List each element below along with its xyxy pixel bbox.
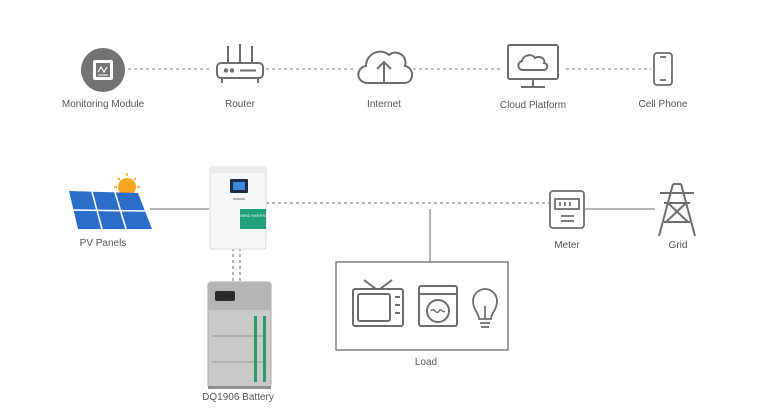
washing-machine-icon — [418, 285, 458, 327]
grid-tower-icon — [658, 183, 696, 237]
internet-cloud-icon — [357, 50, 413, 84]
meter-icon — [549, 190, 585, 229]
monitoring-module-label: Monitoring Module — [61, 99, 145, 110]
cell-phone-label: Cell Phone — [638, 99, 688, 110]
inverter-panel-text: HYBRID INVERTER — [237, 214, 270, 218]
meter-label: Meter — [554, 240, 580, 251]
light-bulb-icon — [472, 288, 498, 328]
battery-label: DQ1906 Battery — [202, 392, 274, 403]
cloud-platform-label: Cloud Platform — [499, 100, 567, 111]
pv-panels-icon — [69, 173, 152, 230]
grid-label: Grid — [668, 240, 688, 251]
monitoring-module-icon — [81, 48, 125, 92]
tv-icon — [352, 279, 404, 327]
cloud-platform-monitor-icon — [507, 44, 559, 88]
hybrid-inverter-icon: HYBRID INVERTER — [209, 166, 270, 250]
battery-icon — [207, 281, 272, 389]
cell-phone-icon — [653, 52, 673, 86]
pv-panels-label: PV Panels — [79, 238, 127, 249]
sun-icon — [114, 173, 140, 196]
power-lines — [150, 208, 655, 262]
router-icon — [216, 44, 264, 83]
load-box — [335, 261, 509, 351]
dashed-power-lines — [232, 202, 550, 282]
router-label: Router — [224, 99, 256, 110]
internet-label: Internet — [367, 99, 401, 110]
load-label: Load — [414, 357, 438, 368]
